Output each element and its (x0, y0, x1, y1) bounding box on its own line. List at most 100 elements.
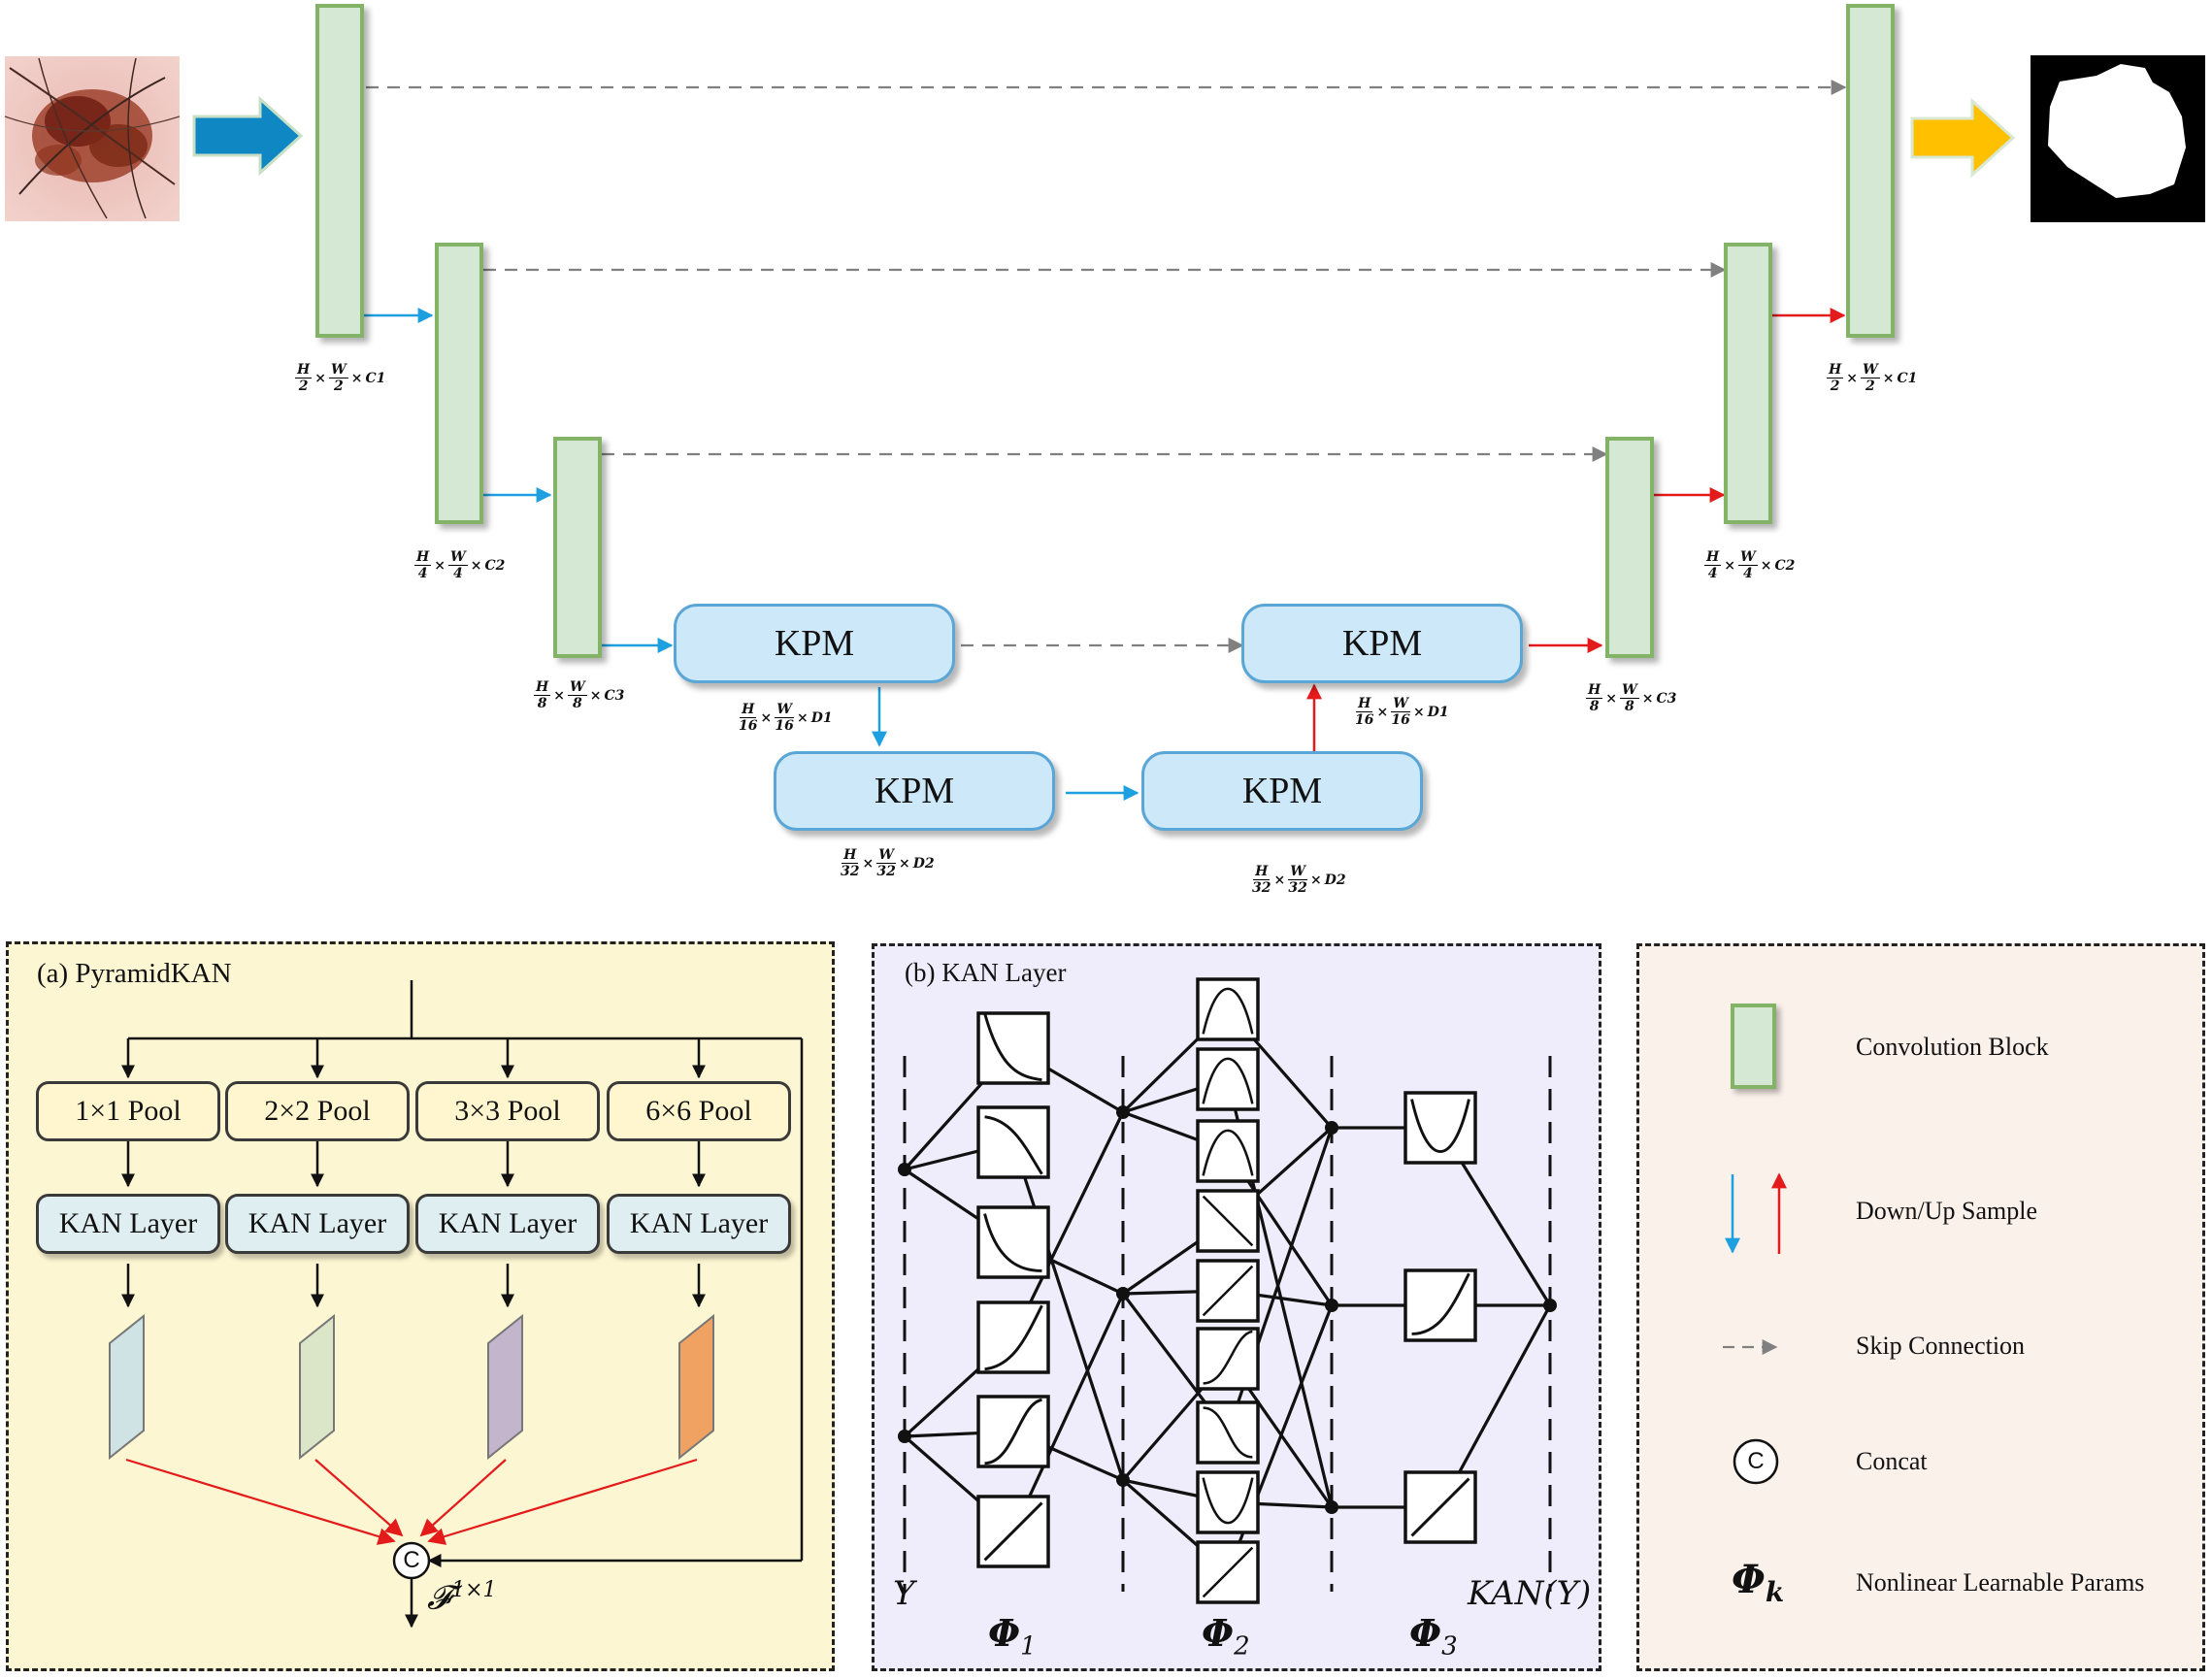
activation-curve (983, 1501, 1043, 1562)
pool-1x1: 1×1 Pool (36, 1081, 220, 1141)
activation-curve (983, 1213, 1042, 1272)
activation-curve (1202, 1477, 1254, 1525)
activation-curve (1202, 1265, 1254, 1317)
pyramid-feature-maps (109, 1313, 714, 1461)
kan-function-box (1196, 1327, 1260, 1391)
feature-map-1 (109, 1313, 145, 1461)
kan-edge (1011, 1141, 1125, 1481)
legend-label-convolution-block: Convolution Block (1856, 1033, 2049, 1061)
decoder-conv-block-2 (1724, 243, 1772, 524)
output-mask-image (2030, 55, 2205, 222)
activation-curve (1203, 1330, 1253, 1385)
activation-curve (1410, 1477, 1470, 1537)
legend-label-skip-connection: Skip Connection (1856, 1332, 2026, 1360)
activation-curve (1202, 1129, 1254, 1176)
pool-3x3: 3×3 Pool (415, 1081, 600, 1141)
activation-curve (983, 1012, 1042, 1082)
feature-map-4 (678, 1313, 714, 1461)
activation-curve (984, 1304, 1043, 1371)
output-arrow (1910, 97, 2016, 179)
up-sample-arrows (1306, 308, 1846, 751)
concat-symbol: C (403, 1547, 420, 1573)
kpm-label: KPM (1341, 623, 1423, 664)
output-feature-label: 𝓕1×1 (427, 1578, 497, 1618)
phi-3-label: Φ3 (1409, 1611, 1458, 1662)
pool-6x6: 6×6 Pool (607, 1081, 791, 1141)
kan-node (1116, 1287, 1130, 1300)
activation-curve (1203, 1406, 1253, 1459)
down-sample-arrows (364, 308, 1139, 801)
kan-node (898, 1163, 911, 1176)
kan-function-box (976, 1395, 1050, 1468)
legend-conv-block-icon (1731, 1004, 1776, 1089)
panel-b-title: (b) KAN Layer (905, 958, 1067, 987)
kan-layer-2: KAN Layer (225, 1194, 410, 1254)
feature-map-3 (487, 1313, 523, 1461)
phi-1-label: Φ1 (988, 1611, 1037, 1662)
kan-function-box (976, 1011, 1050, 1085)
activation-curve (1202, 1057, 1254, 1104)
panel-a-pyramidkan (6, 941, 835, 1671)
kan-edge (1011, 1111, 1125, 1338)
input-arrow (192, 95, 304, 177)
kpm-encoder-2: KPM (774, 751, 1055, 831)
legend-concat-icon (1733, 1438, 1779, 1485)
kan-layer-1: KAN Layer (36, 1194, 220, 1254)
activation-curve (1202, 1195, 1254, 1247)
fusion-arrows (125, 1458, 698, 1545)
kpm-decoder-1: KPM (1241, 604, 1523, 683)
panel-a-title: (a) PyramidKAN (37, 958, 232, 989)
feature-map-2 (299, 1313, 335, 1461)
kpm-label: KPM (774, 623, 855, 664)
kan-layer-3: KAN Layer (415, 1194, 600, 1254)
kpm-encoder-1: KPM (674, 604, 955, 683)
input-image (4, 56, 181, 221)
decoder-conv-block-3 (1605, 437, 1654, 658)
activation-curve (984, 1115, 1043, 1175)
kan-node (1325, 1500, 1338, 1514)
encoder-conv-block-3 (553, 437, 602, 658)
kan-function-box (976, 1205, 1050, 1279)
kan-edge (1011, 1293, 1125, 1532)
legend-label-nonlinear-params: Nonlinear Learnable Params (1856, 1568, 2145, 1597)
kan-node (1325, 1121, 1338, 1135)
kan-input-label: Y (893, 1574, 915, 1613)
kan-network (898, 977, 1557, 1604)
kpm-label: KPM (1241, 771, 1323, 811)
kan-node (1116, 1473, 1130, 1487)
activation-curve (1410, 1099, 1470, 1153)
kan-function-box (1403, 1091, 1477, 1165)
kan-node (1543, 1299, 1557, 1312)
kan-output-label: KAN(Y) (1468, 1574, 1592, 1613)
legend-panel (1636, 943, 2205, 1671)
kan-node (898, 1430, 911, 1443)
decoder-conv-block-1 (1846, 4, 1895, 338)
kan-layer-4: KAN Layer (607, 1194, 791, 1254)
kan-node (1116, 1105, 1130, 1119)
legend-label-concat: Concat (1856, 1447, 1928, 1475)
legend-graphics (1723, 1004, 1787, 1485)
panel-a-connectors (121, 980, 804, 1629)
legend-phi-k-symbol: Φk (1732, 1557, 1785, 1608)
kpm-label: KPM (874, 771, 955, 811)
pool-2x2: 2×2 Pool (225, 1081, 410, 1141)
phi-2-label: Φ2 (1202, 1611, 1250, 1662)
legend-label-down-up-sample: Down/Up Sample (1856, 1197, 2038, 1225)
activation-curve (1411, 1272, 1470, 1335)
kpm-decoder-2: KPM (1141, 751, 1423, 831)
encoder-conv-block-2 (435, 243, 483, 524)
legend-concat-symbol: C (1747, 1448, 1765, 1474)
activation-curve (1202, 1546, 1254, 1598)
concat-node (392, 1541, 431, 1580)
